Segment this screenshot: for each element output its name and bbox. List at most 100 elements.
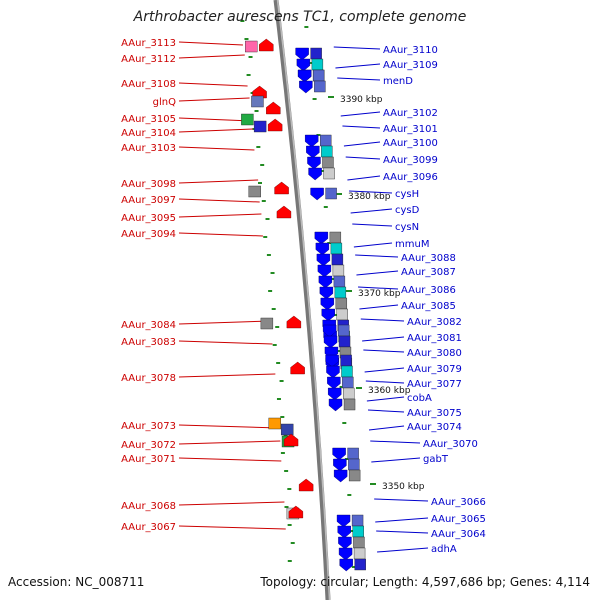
forward-gene-leader: [375, 517, 429, 523]
reverse-gene-leader: [178, 198, 260, 203]
forward-gene-arrow: [332, 447, 346, 461]
reverse-gene-label: AAur_3071: [121, 454, 176, 465]
tick-mark: [260, 164, 265, 166]
forward-gene-leader: [377, 547, 429, 553]
forward-gene-arrow: [318, 275, 333, 289]
forward-gene-leader: [364, 367, 405, 373]
forward-gene-label: AAur_3086: [401, 285, 456, 296]
reverse-gene-leader: [178, 117, 252, 122]
forward-gene-leader: [356, 270, 399, 276]
forward-gene-box: [310, 47, 322, 60]
reverse-gene-leader: [178, 82, 248, 87]
reverse-gene-box: [251, 95, 264, 108]
forward-gene-label: AAur_3087: [401, 267, 456, 278]
tick-mark: [261, 200, 266, 202]
forward-gene-arrow: [304, 134, 319, 148]
forward-gene-box: [347, 447, 359, 460]
tick-mark: [268, 290, 273, 292]
kbp-tick-label: 3380 kbp: [348, 192, 391, 202]
reverse-gene-label: AAur_3105: [121, 114, 176, 125]
reverse-gene-arrow: [286, 315, 302, 329]
reverse-gene-leader: [178, 232, 263, 237]
forward-gene-box: [325, 187, 337, 200]
forward-gene-box: [319, 134, 332, 147]
topology-label: Topology: circular; Length: 4,597,686 bp…: [260, 575, 590, 589]
forward-gene-box: [353, 536, 365, 549]
tick-mark: [271, 308, 276, 310]
forward-gene-box: [343, 398, 356, 411]
forward-gene-arrow: [316, 253, 331, 267]
reverse-gene-leader: [178, 457, 282, 462]
forward-gene-leader: [335, 63, 381, 69]
reverse-gene-leader: [178, 146, 255, 151]
forward-gene-leader: [350, 208, 393, 214]
reverse-gene-label: AAur_3084: [121, 320, 176, 331]
forward-gene-label: AAur_3079: [407, 364, 462, 375]
forward-gene-arrow: [310, 187, 324, 201]
kbp-tick: [328, 96, 334, 98]
reverse-gene-leader: [178, 320, 272, 325]
reverse-gene-box: [245, 40, 258, 53]
tick-mark: [330, 278, 335, 280]
forward-gene-arrow: [336, 514, 351, 528]
reverse-gene-label: AAur_3097: [121, 195, 176, 206]
kbp-tick: [370, 483, 376, 485]
tick-mark: [327, 242, 332, 244]
forward-gene-arrow: [339, 558, 353, 572]
tick-mark: [248, 56, 253, 58]
map-title: Arthrobacter aurescens TC1, complete gen…: [133, 9, 467, 25]
forward-gene-leader: [337, 77, 381, 81]
forward-gene-label: cysH: [395, 189, 419, 200]
forward-gene-leader: [353, 242, 393, 248]
forward-gene-leader: [349, 190, 393, 194]
tick-mark: [304, 26, 309, 28]
tick-mark: [275, 326, 280, 328]
forward-gene-leader: [371, 457, 421, 463]
reverse-gene-leader: [178, 41, 243, 46]
forward-gene-box: [348, 458, 360, 471]
forward-gene-box: [348, 469, 361, 482]
kbp-tick: [356, 387, 362, 389]
forward-gene-box: [342, 376, 354, 389]
tick-mark: [272, 344, 277, 346]
reverse-gene-leader: [178, 340, 273, 345]
reverse-gene-box: [248, 185, 261, 198]
forward-gene-arrow: [322, 324, 337, 338]
reverse-gene-label: AAur_3078: [121, 373, 176, 384]
reverse-gene-leader: [178, 54, 245, 59]
forward-gene-label: AAur_3070: [423, 439, 478, 450]
forward-gene-leader: [362, 336, 405, 342]
forward-gene-label: menD: [383, 76, 413, 87]
forward-gene-box: [337, 324, 350, 337]
forward-gene-arrow: [327, 387, 342, 401]
genome-backbone: [273, 0, 331, 600]
forward-gene-label: AAur_3077: [407, 379, 462, 390]
tick-mark: [280, 416, 285, 418]
forward-gene-box: [353, 547, 366, 560]
reverse-gene-box: [260, 317, 274, 330]
reverse-gene-leader: [178, 525, 286, 530]
reverse-gene-leader: [178, 128, 253, 133]
forward-gene-label: AAur_3064: [431, 529, 486, 540]
genome-backbone-highlight: [276, 0, 331, 600]
forward-gene-leader: [359, 304, 399, 310]
tick-mark: [287, 560, 292, 562]
forward-gene-leader: [363, 349, 405, 353]
forward-gene-box: [354, 558, 366, 571]
forward-gene-label: AAur_3075: [407, 408, 462, 419]
forward-gene-leader: [333, 46, 381, 50]
forward-gene-box: [338, 335, 351, 348]
forward-gene-box: [334, 286, 347, 299]
forward-gene-leader: [358, 286, 399, 290]
forward-gene-box: [322, 156, 334, 169]
forward-gene-arrow: [297, 69, 312, 83]
forward-gene-arrow: [306, 145, 320, 159]
forward-gene-label: cysN: [395, 222, 419, 233]
forward-gene-label: AAur_3080: [407, 348, 462, 359]
forward-gene-label: AAur_3110: [383, 45, 438, 56]
tick-mark: [316, 134, 321, 136]
forward-gene-label: AAur_3100: [383, 138, 438, 149]
reverse-gene-arrow: [252, 85, 267, 99]
forward-gene-leader: [340, 111, 381, 117]
forward-gene-box: [351, 514, 364, 527]
